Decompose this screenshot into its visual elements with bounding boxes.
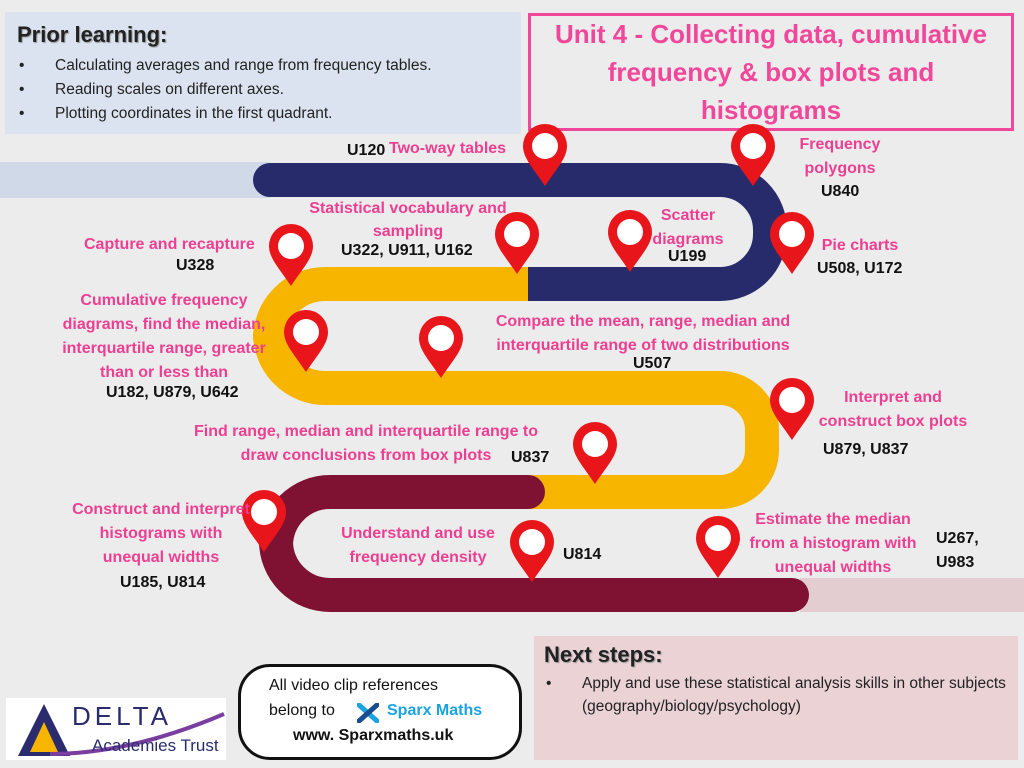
topic-code-histograms: U185, U814	[120, 574, 206, 591]
map-pin-icon	[510, 520, 554, 582]
map-pin-icon	[495, 212, 539, 274]
topic-code-box-plots: U879, U837	[823, 441, 909, 458]
topic-cumulative-frequency: Cumulative frequency diagrams, find the …	[62, 292, 266, 381]
road-navy	[253, 163, 787, 301]
topic-estimate-median: Estimate the median from a histogram wit…	[749, 511, 917, 576]
topic-histograms: Construct and interpret histograms with …	[72, 501, 250, 566]
prior-learning-panel: Prior learning: Calculating averages and…	[5, 12, 521, 134]
map-pin-icon	[770, 378, 814, 440]
map-pin-icon	[573, 422, 617, 484]
references-line1: All video clip references	[269, 677, 438, 694]
road-end-tail	[800, 578, 1024, 612]
references-line2: belong to	[269, 702, 335, 719]
topic-box-plot-conclusions: Find range, median and interquartile ran…	[193, 423, 539, 464]
map-pin-icon	[731, 124, 775, 186]
sparx-url: www. Sparxmaths.uk	[293, 727, 454, 744]
map-pin-icon	[284, 310, 328, 372]
logo-name: DELTA	[72, 701, 172, 731]
map-pin-icon	[419, 316, 463, 378]
map-pin-icon	[770, 212, 814, 274]
road-maroon	[259, 475, 809, 612]
topic-frequency-polygons: Frequency polygons	[799, 136, 881, 177]
next-steps-panel: Next steps: Apply and use these statisti…	[534, 636, 1018, 760]
delta-triangle-icon	[18, 704, 225, 756]
topic-code-box-plot-conclusions: U837	[511, 449, 550, 466]
sparx-logo-icon	[357, 703, 379, 723]
topic-frequency-density: Understand and use frequency density	[341, 525, 495, 566]
list-item: Calculating averages and range from freq…	[19, 54, 432, 78]
prior-learning-list: Calculating averages and range from freq…	[19, 54, 432, 126]
unit-title: Unit 4 - Collecting data, cumulative fre…	[555, 19, 987, 125]
map-pin-icon	[242, 490, 286, 552]
topic-code-cumulative-frequency: U182, U879, U642	[106, 384, 239, 401]
topic-statistical-vocabulary: Statistical vocabulary and sampling	[309, 200, 507, 240]
delta-academies-logo: DELTA Academies Trust	[6, 698, 226, 760]
topic-pie-charts: Pie charts	[821, 237, 899, 254]
topic-code-scatter-diagrams: U199	[668, 248, 707, 265]
topic-code-capture-recapture: U328	[176, 257, 215, 274]
topic-capture-recapture: Capture and recapture	[84, 236, 255, 253]
road-start-tail	[0, 162, 270, 198]
map-pin-icon	[608, 210, 652, 272]
map-pin-icon	[523, 124, 567, 186]
next-steps-list: Apply and use these statistical analysis…	[546, 672, 1016, 718]
topic-box-plots: Interpret and construct box plots	[818, 389, 968, 430]
map-pin-icon	[696, 516, 740, 578]
next-steps-heading: Next steps:	[544, 642, 663, 667]
topic-code-pie-charts: U508, U172	[817, 260, 903, 277]
topic-code-frequency-polygons: U840	[821, 183, 860, 200]
pin-icons	[242, 124, 814, 582]
topic-code-statistical-vocabulary: U322, U911, U162	[341, 242, 473, 259]
video-references-box: All video clip references belong to Spar…	[238, 664, 522, 760]
topic-code-estimate-median: U267, U983	[936, 530, 979, 571]
list-item: Apply and use these statistical analysis…	[546, 672, 1016, 718]
list-item: Reading scales on different axes.	[19, 78, 432, 102]
topic-two-way-tables: Two-way tables	[389, 140, 507, 157]
topic-code-compare-distributions: U507	[633, 355, 672, 372]
topic-code-two-way-tables: U120	[347, 142, 386, 159]
sparx-brand-text: Sparx Maths	[387, 702, 483, 719]
topic-compare-distributions: Compare the mean, range, median and inte…	[495, 313, 791, 354]
topic-code-frequency-density: U814	[563, 546, 602, 563]
road-gold	[253, 267, 779, 509]
unit-title-box: Unit 4 - Collecting data, cumulative fre…	[528, 13, 1014, 131]
topic-scatter-diagrams: Scatter diagrams	[652, 207, 724, 248]
logo-subtitle: Academies Trust	[92, 736, 219, 755]
map-pin-icon	[269, 224, 313, 286]
prior-learning-heading: Prior learning:	[17, 22, 168, 47]
list-item: Plotting coordinates in the first quadra…	[19, 102, 432, 126]
